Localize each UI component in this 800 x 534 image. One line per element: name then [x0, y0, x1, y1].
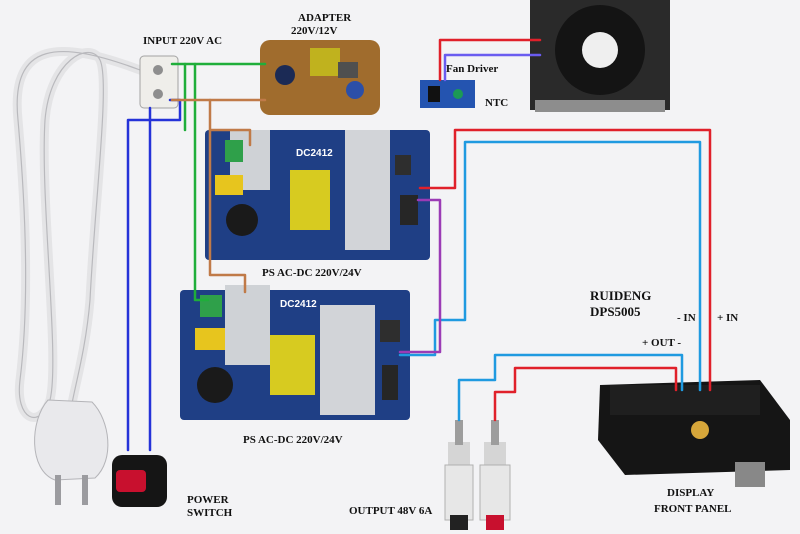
- psu-top-model: DC2412: [296, 148, 333, 159]
- adapter-label: ADAPTER: [298, 12, 352, 24]
- wire-red-fan: [438, 38, 542, 82]
- in-minus-label: - IN: [677, 312, 696, 324]
- fan-driver-label: Fan Driver: [446, 63, 499, 75]
- input-terminal-block: [139, 55, 179, 109]
- psu-bottom-board: [180, 285, 410, 420]
- adapter-board: [260, 40, 380, 115]
- power-switch[interactable]: [112, 455, 167, 507]
- adapter-spec-label: 220V/12V: [291, 25, 338, 37]
- wire-red-output: [493, 366, 678, 422]
- mains-plug: [34, 399, 109, 505]
- wire-brown-3: [208, 128, 252, 147]
- out-label: + OUT -: [642, 337, 682, 349]
- front-panel-label: FRONT PANEL: [654, 503, 732, 515]
- wire-green-3: [193, 62, 210, 302]
- output-terminal-black: [444, 420, 474, 530]
- in-plus-label: + IN: [717, 312, 739, 324]
- wire-blue-output: [457, 353, 684, 422]
- psu-bottom-label: PS AC-DC 220V/24V: [243, 434, 343, 446]
- psu-top-board: [205, 130, 430, 260]
- psu-top-label: PS AC-DC 220V/24V: [262, 267, 362, 279]
- power-label: POWER: [187, 494, 229, 506]
- wire-purple-fan: [443, 53, 542, 82]
- ntc-label: NTC: [485, 97, 509, 109]
- output-terminal-red: [479, 420, 511, 530]
- input-label: INPUT 220V AC: [143, 35, 223, 47]
- wire-blue-psu-to-module: [398, 140, 702, 392]
- fan-driver-board: [420, 80, 475, 108]
- wire-purple-link: [398, 198, 442, 354]
- module-brand-label: RUIDENG: [590, 288, 652, 303]
- switch-label: SWITCH: [187, 507, 233, 519]
- wire-red-psu-to-module: [418, 128, 712, 392]
- output-label: OUTPUT 48V 6A: [349, 505, 433, 517]
- display-label: DISPLAY: [667, 487, 715, 499]
- wire-brown-2: [208, 98, 247, 294]
- module-model-label: DPS5005: [590, 304, 641, 319]
- dps-display-module: [598, 380, 790, 487]
- cooling-fan: [530, 0, 670, 112]
- psu-bottom-model: DC2412: [280, 299, 317, 310]
